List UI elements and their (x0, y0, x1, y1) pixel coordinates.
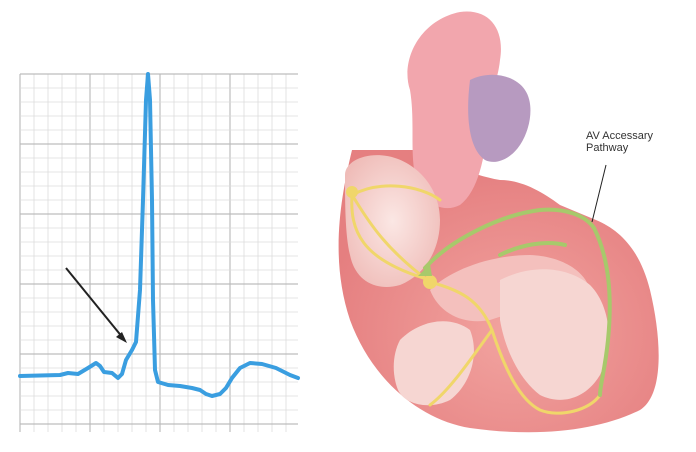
av-node (423, 275, 437, 289)
heart-cross-section (338, 11, 659, 433)
ventricle-right (500, 269, 609, 400)
heart-illustration (320, 0, 696, 452)
normal-conduction-pathway (350, 184, 602, 415)
callout-line-1: AV Accessary (586, 130, 654, 142)
ecg-panel (0, 0, 320, 452)
sa-node (346, 186, 358, 198)
callout-line-2: Pathway (586, 142, 629, 154)
aorta (407, 11, 501, 209)
callout-leader-line (591, 164, 607, 223)
ventricle-left (393, 321, 474, 406)
ecg-trace (18, 72, 300, 398)
ecg-grid (19, 73, 298, 432)
accessory-pathway-arrowhead (418, 264, 432, 276)
ecg-strip (18, 72, 300, 432)
pulmonary-vein (468, 74, 531, 162)
ecg-arrow (65, 267, 127, 343)
accessory-pathway (423, 207, 612, 397)
av-accessory-pathway-label: AV Accessary Pathway (586, 130, 686, 154)
